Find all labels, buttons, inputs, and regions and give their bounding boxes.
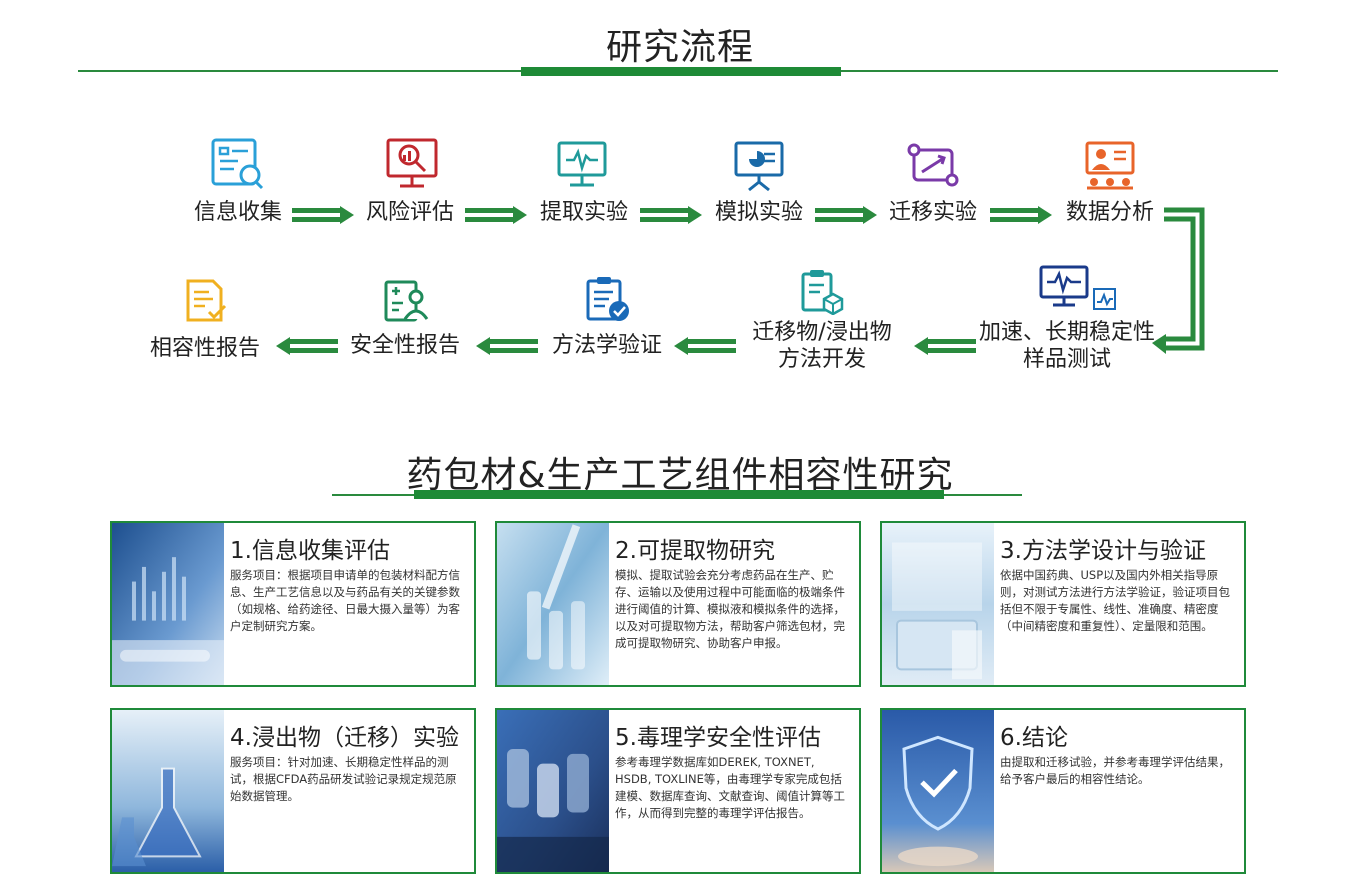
service-card-info-assessment: 1.信息收集评估 服务项目：根据项目申请单的包装材料配方信息、生产工艺信息以及与…: [110, 521, 476, 687]
flow-step-label-line1: 迁移物/浸出物: [752, 320, 892, 345]
flow-arrow-left: [914, 337, 976, 355]
monitor-pulse-icon: [557, 141, 607, 187]
card-description: 服务项目：根据项目申请单的包装材料配方信息、生产工艺信息以及与药品有关的关键参数…: [230, 568, 460, 633]
tablet-thumb: [882, 523, 994, 685]
card-description: 由提取和迁移试验，并参考毒理学评估结果，给予客户最后的相容性结论。: [1000, 755, 1230, 786]
flow-arrow-right: [292, 206, 354, 224]
flow-arrow-left: [276, 337, 338, 355]
card-description: 服务项目：针对加速、长期稳定性样品的测试，根据CFDA药品研发试验记录规定规范原…: [230, 755, 457, 803]
flow-step-label: 相容性报告: [149, 336, 260, 361]
card-description: 模拟、提取试验会充分考虑药品在生产、贮存、运输以及使用过程中可能面临的极端条件进…: [615, 568, 845, 650]
monitor-waveform-icon: [1039, 265, 1116, 310]
card-title: 2.可提取物研究: [615, 538, 775, 564]
flask-thumb: [112, 710, 224, 872]
box-document-icon: [801, 270, 844, 315]
risk-chart-monitor-icon: [386, 138, 438, 188]
card-description: 参考毒理学数据库如DEREK, TOXNET, HSDB, TOXLINE等，由…: [615, 755, 845, 820]
flow-step-label: 提取实验: [539, 200, 628, 225]
flow-arrow-left: [674, 337, 736, 355]
pipette-thumb: [497, 523, 609, 685]
service-card-extractables: 2.可提取物研究 模拟、提取试验会充分考虑药品在生产、贮存、运输以及使用过程中可…: [495, 521, 861, 687]
flow-step-label: 信息收集: [193, 200, 282, 225]
shield-check-thumb: [882, 710, 994, 872]
data-analysis-icon: [1085, 141, 1135, 190]
flow-step-label-line1: 加速、长期稳定性: [978, 320, 1155, 345]
card-title: 1.信息收集评估: [230, 538, 390, 564]
card-title: 4.浸出物（迁移）实验: [230, 725, 459, 751]
lab-data-thumb: [112, 523, 224, 685]
flow-arrow-left: [476, 337, 538, 355]
flow-arrow-right: [990, 206, 1052, 224]
migration-arrows-icon: [907, 143, 959, 187]
section2-divider-accent: [414, 490, 944, 499]
flow-arrow-right: [465, 206, 527, 224]
flow-arrow-uturn: [1152, 207, 1205, 354]
flow-step-label-line2: 样品测试: [1022, 347, 1111, 372]
service-card-leachables: 4.浸出物（迁移）实验 服务项目：针对加速、长期稳定性样品的测试，根据CFDA药…: [110, 708, 476, 874]
flow-arrow-right: [640, 206, 702, 224]
presentation-board-icon: [734, 141, 784, 192]
clipboard-check-icon: [586, 277, 629, 321]
flow-arrow-right: [815, 206, 877, 224]
card-title: 5.毒理学安全性评估: [615, 725, 821, 751]
card-description: 依据中国药典、USP以及国内外相关指导原则，对测试方法进行方法学验证，验证项目包…: [1000, 568, 1230, 633]
service-card-conclusion: 6.结论 由提取和迁移试验，并参考毒理学评估结果，给予客户最后的相容性结论。: [880, 708, 1246, 874]
section1-title: 研究流程: [605, 27, 754, 68]
document-search-icon: [211, 138, 264, 190]
service-card-toxicology: 5.毒理学安全性评估 参考毒理学数据库如DEREK, TOXNET, HSDB,…: [495, 708, 861, 874]
flow-step-label: 模拟实验: [714, 200, 803, 225]
flow-step-label: 方法学验证: [551, 333, 662, 358]
flow-step-label: 数据分析: [1065, 200, 1154, 225]
report-check-icon: [186, 279, 227, 322]
safety-report-icon: [384, 280, 429, 322]
microscope-thumb: [497, 710, 609, 872]
card-title: 6.结论: [1000, 725, 1068, 751]
flow-step-label-line2: 方法开发: [777, 347, 866, 372]
flow-step-label: 安全性报告: [349, 333, 460, 358]
service-card-method-design: 3.方法学设计与验证 依据中国药典、USP以及国内外相关指导原则，对测试方法进行…: [880, 521, 1246, 687]
flow-step-label: 迁移实验: [888, 200, 977, 225]
card-title: 3.方法学设计与验证: [1000, 538, 1206, 564]
section1-divider-accent: [521, 67, 841, 76]
flow-step-label: 风险评估: [365, 200, 454, 225]
section2-title: 药包材&生产工艺组件相容性研究: [406, 455, 954, 496]
